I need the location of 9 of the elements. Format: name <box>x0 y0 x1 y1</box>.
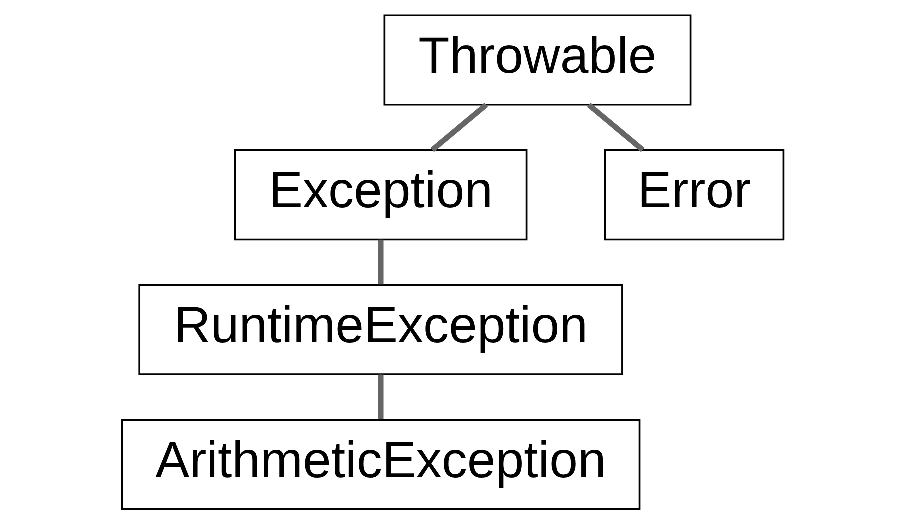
node-box: ArithmeticException <box>120 419 640 510</box>
node-box: Exception <box>234 150 528 241</box>
node-box: Error <box>604 150 784 241</box>
connector <box>378 240 384 285</box>
node-box: RuntimeException <box>138 284 623 376</box>
connector <box>586 102 644 152</box>
connector <box>430 102 488 152</box>
node-box: Throwable <box>383 14 692 106</box>
connector <box>378 374 384 420</box>
